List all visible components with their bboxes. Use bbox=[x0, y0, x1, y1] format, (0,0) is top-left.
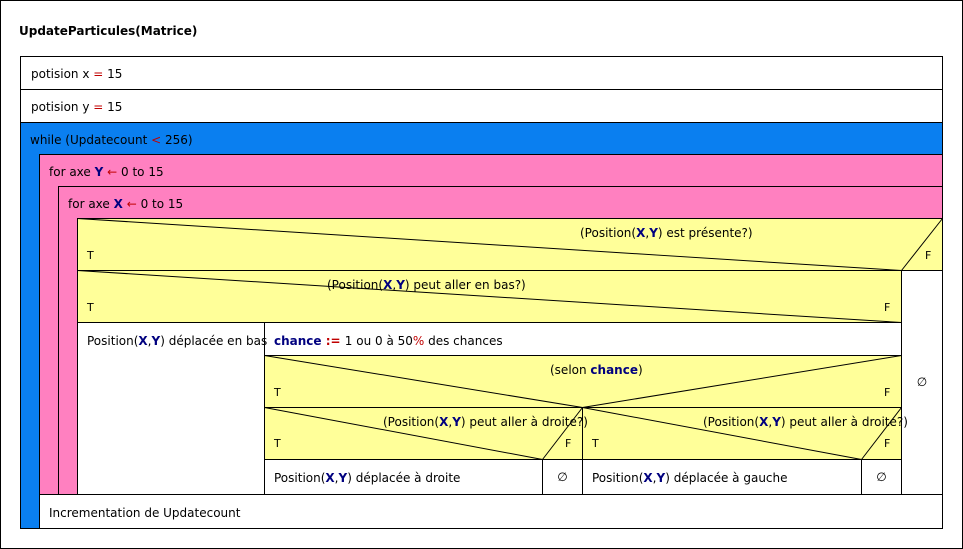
empty-set-icon: ∅ bbox=[557, 470, 568, 484]
cond1-false-label: F bbox=[925, 249, 932, 262]
for-x-header: for axe X ← 0 to 15 bbox=[68, 197, 184, 211]
cond1-text: (Position(X,Y) est présente?) bbox=[580, 226, 753, 240]
while-header: while (Updatecount < 256) bbox=[30, 133, 193, 147]
cond-right-b-false-label: F bbox=[884, 437, 891, 450]
step-operator: = bbox=[93, 67, 104, 81]
step-value: 15 bbox=[103, 100, 123, 114]
empty-set-icon: ∅ bbox=[876, 470, 887, 484]
cond2-text: (Position(X,Y) peut aller en bas?) bbox=[327, 278, 526, 292]
cond-right-b-true-label: T bbox=[592, 437, 599, 450]
cond-right-b-text: (Position(X,Y) peut aller à droite?) bbox=[703, 415, 908, 429]
condition-presence[interactable] bbox=[77, 218, 943, 271]
step-label: potision y bbox=[31, 100, 94, 114]
increment-step[interactable] bbox=[39, 494, 943, 529]
cond-right-a-text: (Position(X,Y) peut aller à droite?) bbox=[383, 415, 588, 429]
selon-true-label: T bbox=[274, 386, 281, 399]
diagram-title: UpdateParticules(Matrice) bbox=[19, 24, 198, 38]
step-position-y[interactable]: potision y = 15 bbox=[20, 89, 943, 123]
cond2-false-label: F bbox=[884, 301, 891, 314]
down-action-text: Position(X,Y) déplacée en bas bbox=[87, 334, 268, 348]
step-value: 15 bbox=[103, 67, 123, 81]
chance-assignment-text: chance := 1 ou 0 à 50% des chances bbox=[274, 334, 503, 348]
empty-set-icon: ∅ bbox=[916, 375, 928, 389]
for-y-header: for axe Y ← 0 to 15 bbox=[49, 165, 164, 179]
selon-false-label: F bbox=[884, 386, 891, 399]
cond2-true-label: T bbox=[87, 301, 94, 314]
left-action-text: Position(X,Y) déplacée à gauche bbox=[592, 471, 788, 485]
right-action-text: Position(X,Y) déplacée à droite bbox=[274, 471, 461, 485]
cond-right-a-true-label: T bbox=[274, 437, 281, 450]
empty-branch-right[interactable] bbox=[542, 459, 583, 495]
cond-right-a-false-label: F bbox=[565, 437, 572, 450]
selon-text: (selon chance) bbox=[550, 363, 643, 377]
increment-text: Incrementation de Updatecount bbox=[49, 506, 241, 520]
action-move-right[interactable] bbox=[264, 459, 543, 495]
step-position-x[interactable]: potision x = 15 bbox=[20, 56, 943, 90]
step-operator: = bbox=[93, 100, 104, 114]
step-label: potision x bbox=[31, 67, 94, 81]
action-move-down[interactable] bbox=[77, 322, 265, 495]
cond1-true-label: T bbox=[87, 249, 94, 262]
